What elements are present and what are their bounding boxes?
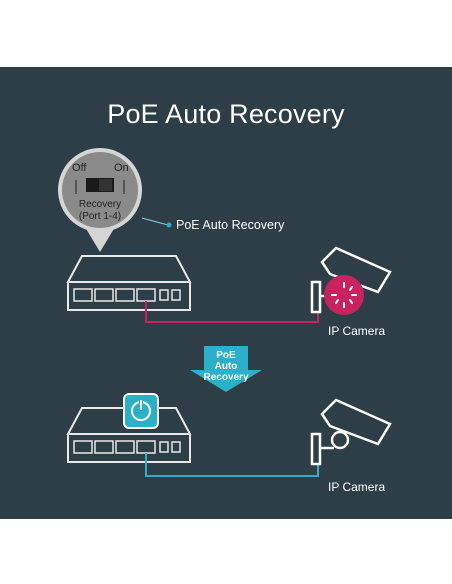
callout-line: [141, 217, 169, 226]
arrow-label-line3: Recovery: [203, 372, 249, 383]
feature-label: PoE Auto Recovery: [176, 218, 285, 232]
dip-switch-zoom: [58, 148, 142, 252]
switch-port-range-label: (Port 1-4): [78, 211, 122, 222]
switch-recovery-label: Recovery: [78, 199, 122, 210]
ip-camera-icon: [310, 246, 392, 314]
switch-on-label: On: [114, 162, 129, 174]
loading-spinner-icon: [324, 275, 364, 315]
down-arrow-icon: [190, 346, 262, 392]
arrow-label-line2: Auto: [214, 361, 238, 372]
power-icon: [123, 393, 159, 429]
switch-off-label: Off: [72, 162, 87, 174]
page-title: PoE Auto Recovery: [107, 99, 345, 129]
camera-label: IP Camera: [328, 324, 386, 338]
ip-camera-icon: [310, 398, 392, 466]
arrow-label-line1: PoE: [216, 350, 236, 361]
network-switch-icon: [66, 255, 192, 311]
network-switch-icon: [66, 407, 192, 463]
camera-label: IP Camera: [328, 480, 386, 494]
callout-dot: [166, 222, 172, 228]
